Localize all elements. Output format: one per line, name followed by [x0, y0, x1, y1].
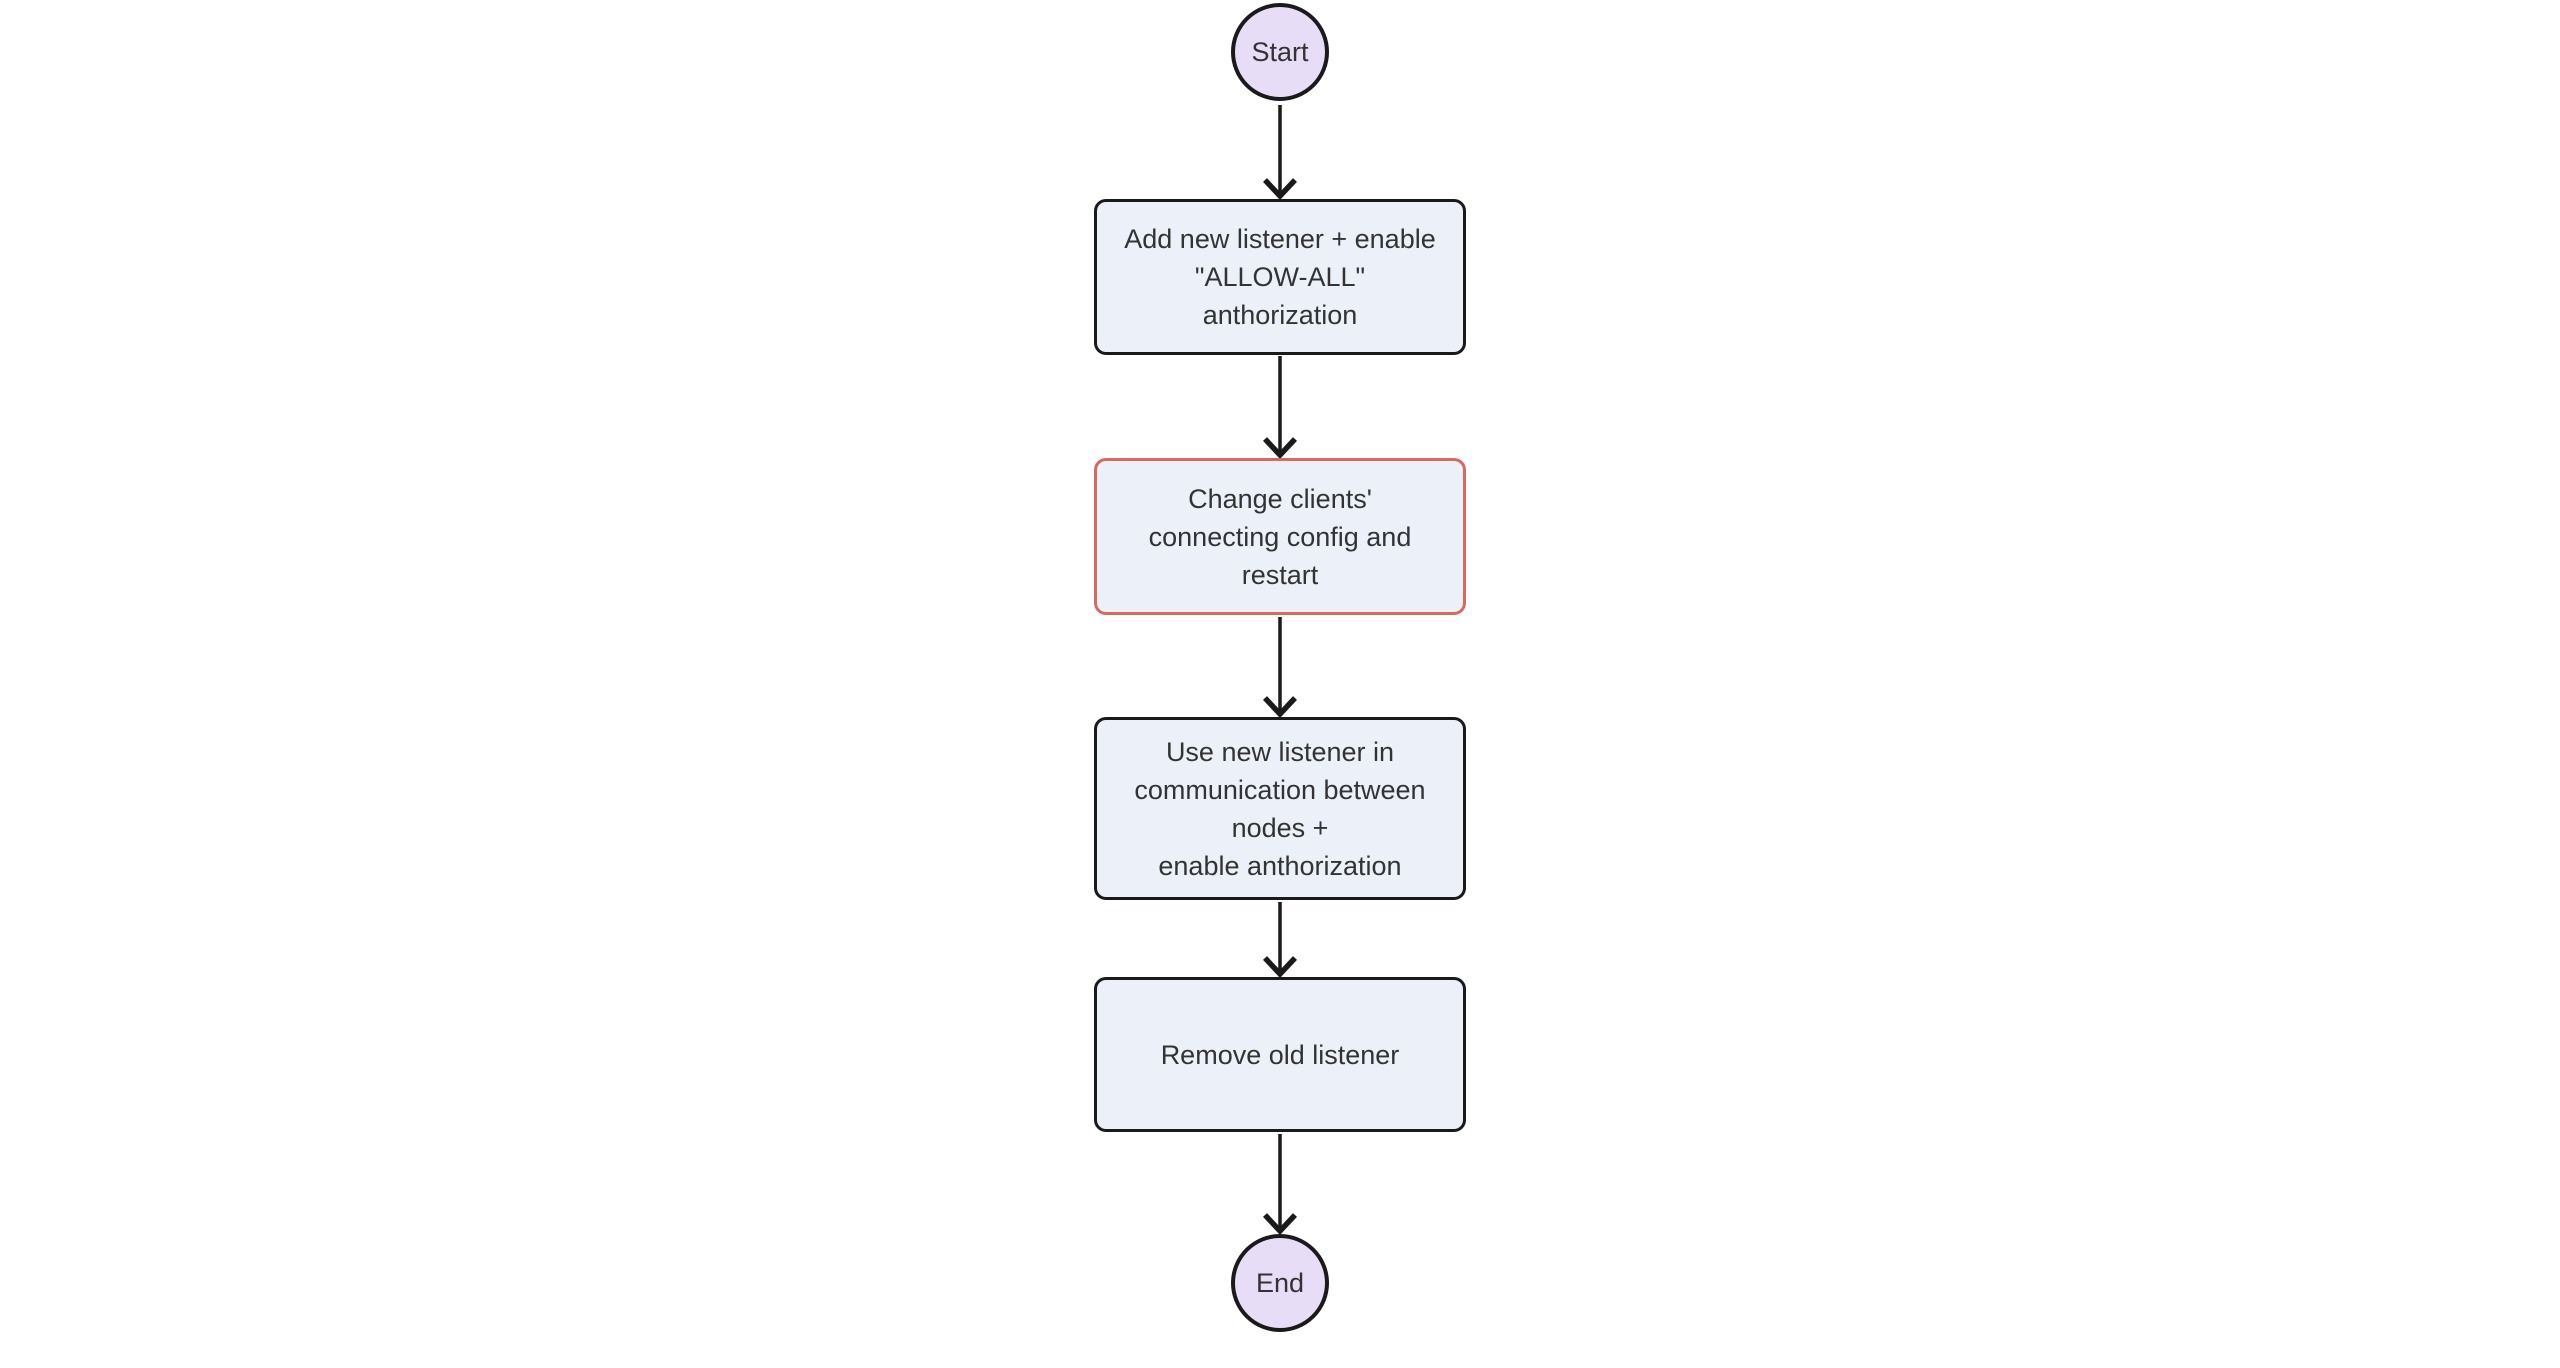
- arrowhead-icon: [1262, 1213, 1298, 1236]
- edge-start-to-step1: [1262, 105, 1298, 201]
- edge-step2-to-step3: [1262, 617, 1298, 719]
- arrowhead-icon: [1262, 696, 1298, 719]
- arrowhead-icon: [1262, 178, 1298, 201]
- flowchart-step-use-new-listener: Use new listener in communication betwee…: [1094, 717, 1466, 900]
- edge-step1-to-step2: [1262, 356, 1298, 460]
- edge-step4-to-end: [1262, 1134, 1298, 1236]
- flowchart-step-change-clients-config: Change clients' connecting config and re…: [1094, 458, 1466, 615]
- flowchart-step-add-new-listener: Add new listener + enable "ALLOW-ALL" an…: [1094, 199, 1466, 355]
- arrowhead-icon: [1262, 437, 1298, 460]
- flowchart-node-end: End: [1231, 1234, 1329, 1332]
- flowchart-node-start: Start: [1231, 3, 1329, 101]
- edge-step3-to-step4: [1262, 902, 1298, 979]
- arrowhead-icon: [1262, 956, 1298, 979]
- flowchart-step-remove-old-listener: Remove old listener: [1094, 977, 1466, 1132]
